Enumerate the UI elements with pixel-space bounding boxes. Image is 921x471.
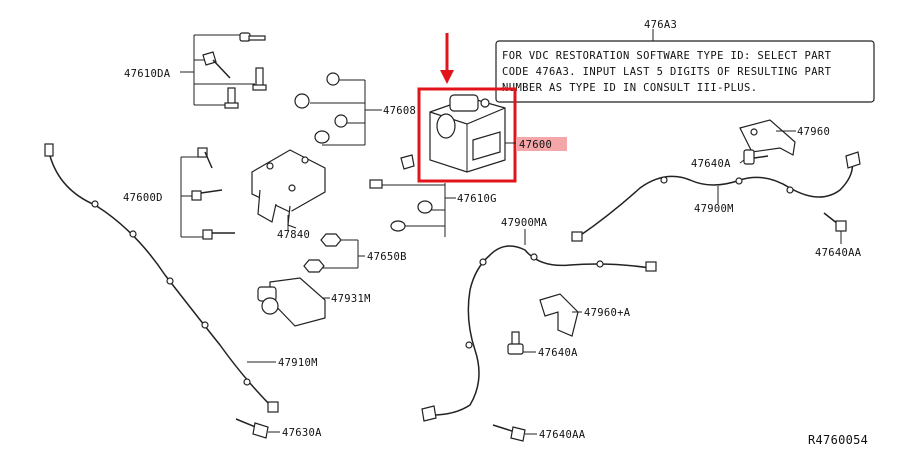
- bolts-47610DA: [180, 32, 267, 109]
- sensor-47640A-mid: [507, 331, 536, 355]
- callout-47960A: 47960+A: [584, 307, 631, 319]
- nuts-47650B: [303, 233, 365, 273]
- note-line-2: CODE 476A3. INPUT LAST 5 DIGITS OF RESUL…: [502, 66, 832, 78]
- bolt-47640AA-right: [823, 212, 847, 244]
- fasteners-47610G: [369, 154, 456, 237]
- callout-476A3: 476A3: [644, 19, 677, 31]
- note-line-1: FOR VDC RESTORATION SOFTWARE TYPE ID: SE…: [502, 50, 832, 62]
- bolt-47640AA-bottom: [492, 424, 537, 442]
- bracket-47840: [251, 149, 326, 230]
- callout-47910M: 47910M: [278, 357, 318, 369]
- sensor-47931M: [257, 277, 330, 327]
- callout-47630A: 47630A: [282, 427, 322, 439]
- grommets-47608: [294, 72, 382, 146]
- abs-actuator-unit: [429, 94, 506, 173]
- diagram-reference-code: R4760054: [808, 433, 868, 447]
- callout-47640AA-right: 47640AA: [815, 247, 862, 259]
- callout-47640A-top: 47640A: [691, 158, 731, 170]
- callout-47640A-mid: 47640A: [538, 347, 578, 359]
- callout-47610DA: 47610DA: [124, 68, 171, 80]
- callout-47650B: 47650B: [367, 251, 407, 263]
- callout-47600D: 47600D: [123, 192, 163, 204]
- bracket-47960A: [539, 293, 582, 337]
- callout-47640AA-bottom: 47640AA: [539, 429, 586, 441]
- harness-47900M: [571, 151, 861, 242]
- callout-47900M: 47900M: [694, 203, 734, 215]
- callout-47608: 47608: [383, 105, 416, 117]
- note-box: 476A3 FOR VDC RESTORATION SOFTWARE TYPE …: [495, 19, 875, 103]
- note-line-3: NUMBER AS TYPE ID IN CONSULT III-PLUS.: [502, 82, 757, 94]
- highlight-arrow: [440, 33, 454, 84]
- callout-47900MA: 47900MA: [501, 217, 548, 229]
- callout-47840: 47840: [277, 229, 310, 241]
- harness-47900MA: [421, 229, 657, 422]
- highlight-label-bg: [516, 137, 567, 151]
- callout-47600: 47600: [519, 139, 552, 151]
- bolts-47600D: [180, 147, 235, 240]
- sensor-47640A-top: [739, 149, 769, 165]
- harness-47910M: [44, 143, 279, 413]
- callout-47610G: 47610G: [457, 193, 497, 205]
- highlight-box: [417, 87, 517, 183]
- callout-47960: 47960: [797, 126, 830, 138]
- bolt-47630A: [235, 418, 280, 439]
- callout-47931M: 47931M: [331, 293, 371, 305]
